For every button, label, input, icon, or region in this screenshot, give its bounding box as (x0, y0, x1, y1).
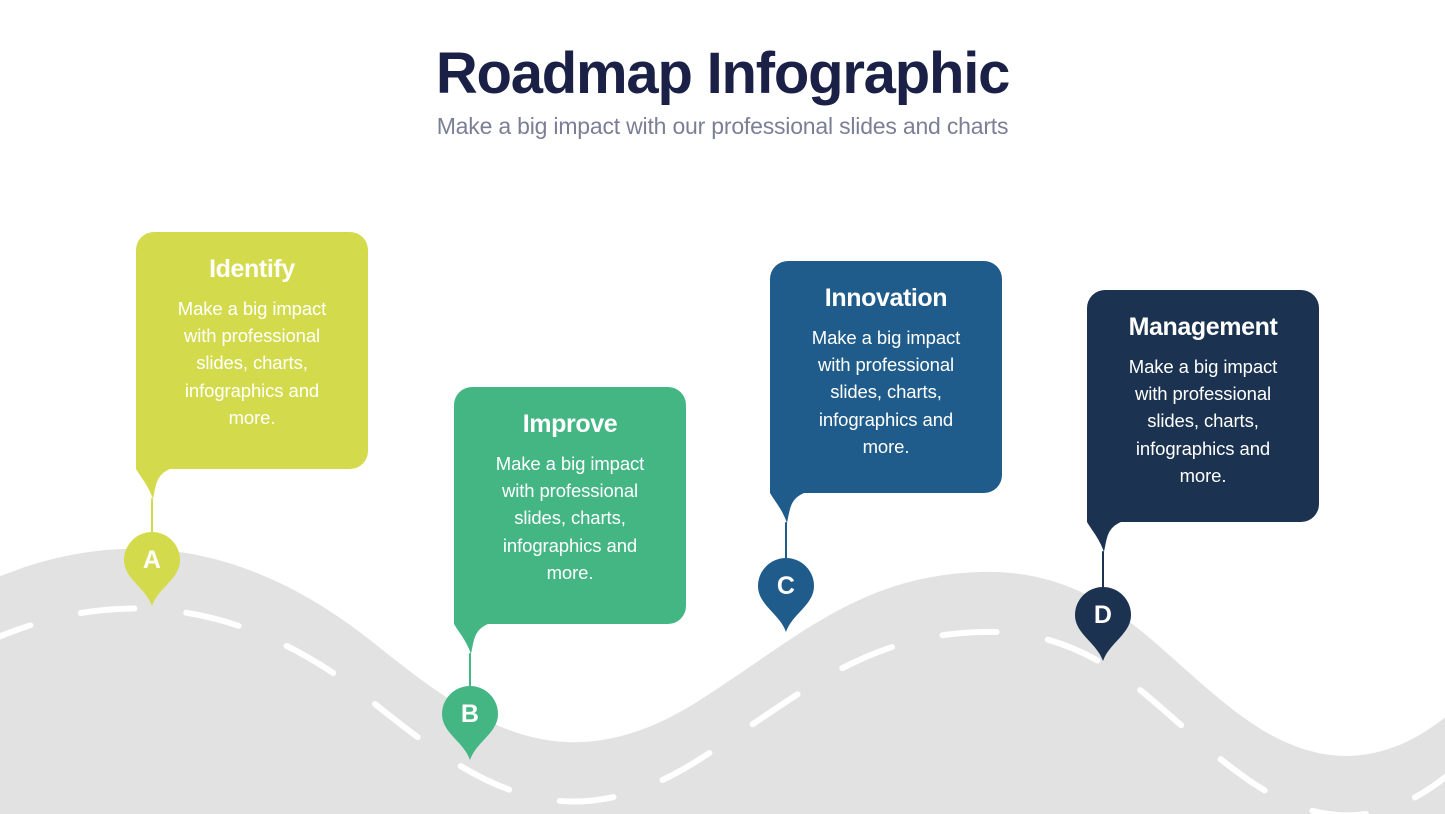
milestone-b-body: Make a big impact with professional slid… (495, 453, 645, 583)
milestone-c-stem (785, 522, 787, 564)
milestone-b-tail (454, 624, 488, 654)
milestone-d-title: Management (1128, 313, 1278, 341)
milestone-d-card[interactable]: Management Make a big impact with profes… (1087, 290, 1319, 552)
milestone-c-title: Innovation (824, 284, 948, 312)
milestone-d-stem (1102, 551, 1104, 593)
milestone-c-letter: C (776, 571, 796, 600)
milestone-d-letter: D (1093, 600, 1113, 629)
milestone-c-body: Make a big impact with professional slid… (811, 327, 961, 457)
road-center-dashes (0, 605, 1445, 814)
milestone-d-tail (1087, 522, 1121, 552)
milestone-b-stem (469, 653, 471, 698)
milestone-d-pin[interactable]: D (1075, 587, 1131, 661)
milestone-b-card[interactable]: Improve Make a big impact with professio… (454, 387, 686, 654)
milestone-a-title: Identify (209, 255, 295, 283)
milestone-b-title: Improve (522, 410, 618, 438)
road-band (0, 548, 1445, 814)
milestone-a-tail (136, 469, 170, 499)
milestone-a-letter: A (142, 545, 162, 574)
milestone-c-tail (770, 493, 804, 523)
milestone-c-pin[interactable]: C (758, 558, 814, 632)
milestone-a-stem (151, 498, 153, 543)
milestone-b-pin[interactable]: B (442, 686, 498, 760)
milestone-c-card[interactable]: Innovation Make a big impact with profes… (770, 261, 1002, 523)
milestone-d-body: Make a big impact with professional slid… (1128, 356, 1278, 486)
milestone-a-pin[interactable]: A (124, 532, 180, 606)
milestone-b-letter: B (460, 699, 480, 728)
milestone-a-card[interactable]: Identify Make a big impact with professi… (136, 232, 368, 499)
milestone-a-body: Make a big impact with professional slid… (177, 298, 327, 428)
